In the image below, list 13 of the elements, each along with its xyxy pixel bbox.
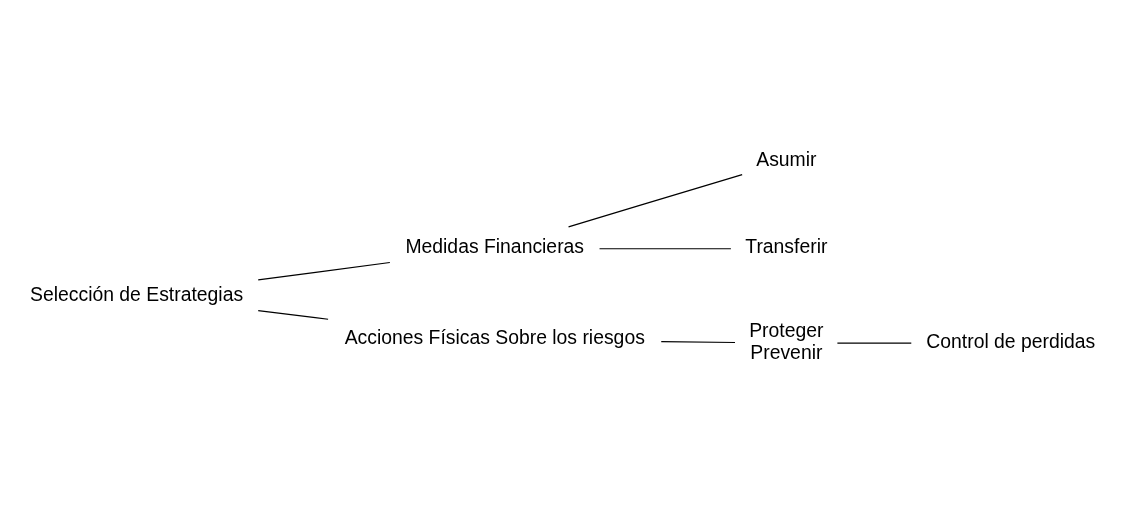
connector <box>567 173 743 228</box>
node-text: Medidas Financieras <box>405 235 585 258</box>
node-text: Transferir <box>745 235 828 258</box>
node-text: Selección de Estrategias <box>30 282 244 305</box>
connector <box>660 340 736 344</box>
node-text: Proteger Prevenir <box>749 318 824 363</box>
connector <box>598 248 732 250</box>
connector <box>257 261 391 281</box>
node-text: Acciones Físicas Sobre los riesgos <box>344 326 645 349</box>
connector <box>257 310 329 320</box>
node-text: Control de perdidas <box>926 329 1096 352</box>
connector <box>836 342 912 344</box>
node-text: Asumir <box>756 148 817 171</box>
